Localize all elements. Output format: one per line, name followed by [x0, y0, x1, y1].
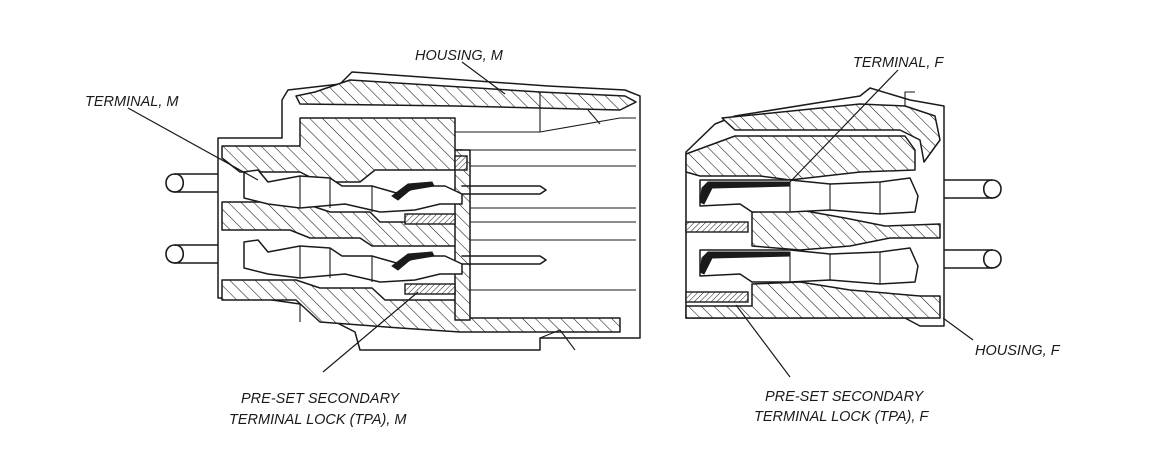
- male-terminals: [243, 169, 463, 283]
- labels: HOUSING, M TERMINAL, M PRE-SET SECONDARY…: [85, 48, 1061, 428]
- label-housing-m: HOUSING, M: [415, 48, 504, 64]
- label-tpa-f-line1: PRE-SET SECONDARY: [765, 389, 925, 405]
- male-housing-body: [217, 71, 641, 351]
- label-tpa-f-line2: TERMINAL LOCK (TPA), F: [754, 409, 929, 425]
- label-terminal-f: TERMINAL, F: [853, 55, 944, 71]
- female-tpa-locks: [685, 221, 749, 303]
- male-pins: [461, 185, 547, 265]
- label-housing-f: HOUSING, F: [975, 343, 1061, 359]
- leader-lines: [127, 61, 974, 378]
- label-terminal-m: TERMINAL, M: [85, 94, 179, 110]
- label-tpa-m-line1: PRE-SET SECONDARY: [241, 391, 401, 407]
- male-connector: [165, 71, 641, 351]
- label-tpa-m-line2: TERMINAL LOCK (TPA), M: [229, 412, 407, 428]
- female-terminals: [699, 177, 919, 285]
- female-connector: [685, 87, 1002, 327]
- male-tpa-locks: [404, 155, 468, 295]
